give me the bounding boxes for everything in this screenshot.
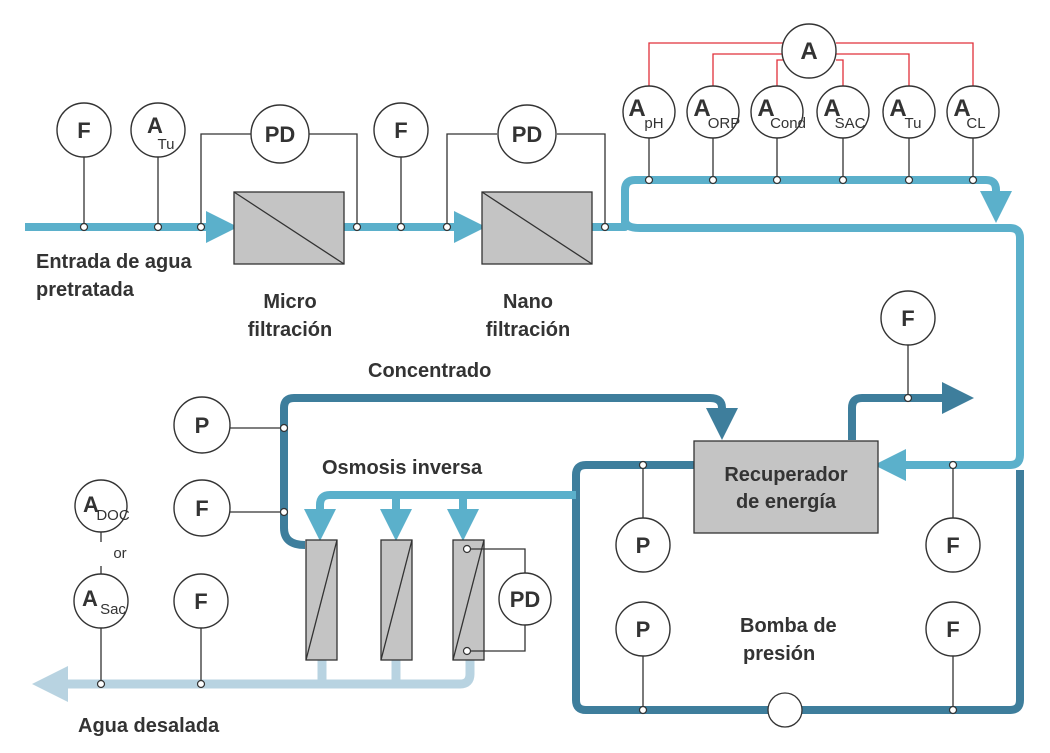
feed-pipe-after-nano — [592, 176, 1012, 231]
svg-text:DOC: DOC — [96, 507, 130, 524]
svg-text:P: P — [195, 413, 210, 438]
svg-text:Tu: Tu — [905, 115, 922, 132]
instrument-a-sac-permeate: A Sac — [73, 573, 129, 629]
instrument-p-loop-upper: P — [615, 517, 671, 573]
svg-text:P: P — [636, 533, 651, 558]
svg-text:CL: CL — [966, 115, 985, 132]
ro-membrane-1-line — [305, 539, 338, 661]
svg-text:P: P — [636, 617, 651, 642]
instrument-a-sac: A SAC — [816, 85, 870, 139]
svg-text:PD: PD — [512, 122, 543, 147]
instrument-p-loop-lower: P — [615, 601, 671, 657]
feed-pipe-right-trunk — [621, 219, 1024, 481]
svg-text:F: F — [946, 533, 959, 558]
permeate-pipe — [50, 660, 475, 684]
instrument-f-loop-upper: F — [925, 517, 981, 573]
label-nano-line1: Nano — [503, 291, 553, 313]
label-osmosis: Osmosis inversa — [322, 457, 483, 479]
svg-text:A: A — [889, 95, 906, 122]
brine-outlet-pipe — [848, 382, 974, 440]
pressure-pump-symbol — [767, 692, 803, 728]
svg-text:A: A — [800, 38, 817, 65]
instrument-f-concentrate: F — [173, 479, 231, 537]
instrument-a-cl: A CL — [946, 85, 1000, 139]
svg-text:A: A — [757, 95, 774, 122]
instrument-a-doc: A DOC — [74, 479, 130, 533]
instrument-pd-nano: PD — [497, 104, 557, 164]
micro-filter-membrane-line — [233, 191, 345, 265]
svg-text:A: A — [823, 95, 840, 122]
svg-text:ORP: ORP — [708, 115, 741, 132]
svg-text:A: A — [693, 95, 710, 122]
label-recuperador-line2: de energía — [736, 491, 837, 513]
tap-points — [79, 175, 978, 715]
label-nano-line2: filtración — [486, 319, 570, 341]
svg-text:A: A — [953, 95, 970, 122]
instrument-f-right: F — [880, 290, 936, 346]
instrument-a-analyzer-top: A — [781, 23, 837, 79]
concentrate-pipe — [280, 394, 738, 549]
svg-text:PD: PD — [265, 122, 296, 147]
label-bomba-line2: presión — [743, 643, 815, 665]
instrument-a-tu-inlet: A Tu — [130, 102, 186, 158]
svg-text:A: A — [628, 95, 645, 122]
ro-membrane-3-line — [452, 539, 485, 661]
instrument-pd-ro: PD — [498, 572, 552, 626]
label-bomba-line1: Bomba de — [740, 615, 837, 637]
instrument-a-orp: A ORP — [686, 85, 741, 139]
instrument-a-cond: A Cond — [750, 85, 806, 139]
svg-text:F: F — [394, 118, 407, 143]
svg-text:A: A — [83, 492, 99, 517]
svg-text:Tu: Tu — [158, 136, 175, 153]
instrument-f-mid: F — [373, 102, 429, 158]
label-recuperador-line1: Recuperador — [724, 464, 848, 486]
ro-membrane-2-line — [380, 539, 413, 661]
label-agua-desalada: Agua desalada — [78, 715, 220, 737]
instrument-f-inlet: F — [56, 102, 112, 158]
svg-text:F: F — [901, 306, 914, 331]
label-inlet-line2: pretratada — [36, 279, 135, 301]
label-inlet-line1: Entrada de agua — [36, 251, 192, 273]
svg-text:Cond: Cond — [770, 115, 806, 132]
instrument-f-permeate: F — [173, 573, 229, 629]
or-label: or — [113, 545, 126, 562]
instrument-f-loop-lower: F — [925, 601, 981, 657]
instrument-a-tu: A Tu — [882, 85, 936, 139]
label-concentrado: Concentrado — [368, 360, 491, 382]
label-micro-line2: filtración — [248, 319, 332, 341]
high-pressure-loop — [572, 461, 1024, 714]
instrument-a-ph: A pH — [622, 85, 676, 139]
svg-text:F: F — [194, 589, 207, 614]
nano-filter-membrane-line — [481, 191, 593, 265]
svg-text:A: A — [82, 586, 98, 611]
svg-text:PD: PD — [510, 587, 541, 612]
svg-text:F: F — [946, 617, 959, 642]
svg-text:F: F — [77, 118, 90, 143]
svg-text:pH: pH — [644, 115, 663, 132]
energy-recovery-box — [693, 440, 879, 534]
svg-text:F: F — [195, 496, 208, 521]
svg-text:A: A — [147, 113, 163, 138]
label-micro-line1: Micro — [263, 291, 316, 313]
instrument-pd-micro: PD — [250, 104, 310, 164]
ro-feed-manifold — [304, 491, 576, 541]
svg-text:Sac: Sac — [100, 601, 126, 618]
svg-text:SAC: SAC — [835, 115, 866, 132]
instrument-p-concentrate: P — [173, 396, 231, 454]
